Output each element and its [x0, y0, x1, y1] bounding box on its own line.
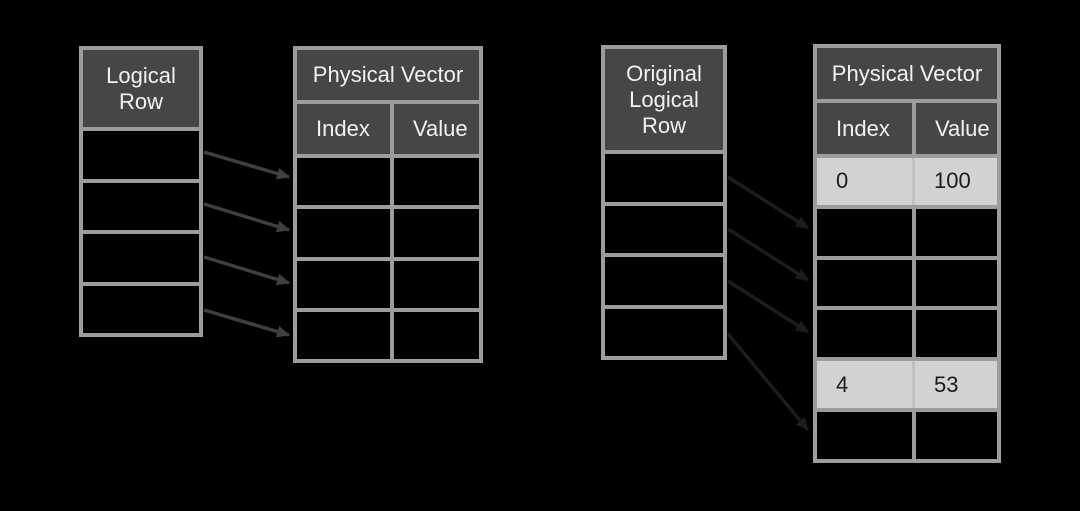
value-cell [912, 208, 997, 256]
right-physical-vector-table: Physical Vector Index Value 0 100 4 53 [813, 44, 1001, 463]
physical-vector-row [297, 154, 479, 206]
mapping-arrow [727, 175, 809, 230]
index-cell [817, 310, 912, 357]
logical-row-cell [605, 304, 723, 357]
physical-vector-row: 4 53 [817, 357, 997, 409]
mapping-arrow [727, 227, 809, 282]
mapping-arrow [203, 308, 290, 338]
mapping-arrow [203, 255, 290, 286]
original-logical-row-title: Original Logical Row [605, 49, 723, 150]
logical-row-cell [605, 201, 723, 254]
logical-row-cell [605, 253, 723, 305]
mapping-arrow [726, 332, 810, 432]
left-physical-vector-title: Physical Vector [297, 50, 479, 100]
physical-vector-row [297, 307, 479, 359]
logical-row-cell [83, 281, 199, 334]
index-cell [817, 260, 912, 307]
left-physical-vector-table: Physical Vector Index Value [293, 46, 483, 363]
physical-vector-row [297, 205, 479, 257]
index-column-header: Index [316, 116, 370, 141]
mapping-arrow [203, 150, 290, 180]
logical-row-cell [83, 178, 199, 231]
index-column-header: Index [836, 115, 890, 141]
physical-vector-row: 0 100 [817, 154, 997, 205]
value-cell [912, 259, 997, 307]
index-cell: 4 [836, 371, 849, 397]
value-cell [912, 310, 997, 358]
value-cell: 53 [912, 361, 997, 409]
value-cell [912, 412, 997, 459]
logical-row-cell [83, 230, 199, 282]
value-cell [390, 209, 479, 257]
column-header-row: Index Value [297, 100, 479, 154]
physical-vector-row [817, 306, 997, 358]
value-cell [390, 158, 479, 206]
index-cell [297, 209, 390, 256]
physical-vector-row [817, 255, 997, 307]
value-cell [390, 311, 479, 359]
index-cell: 0 [836, 168, 849, 194]
physical-vector-row [817, 204, 997, 256]
mapping-arrow [203, 202, 290, 233]
value-column-header: Value [912, 103, 997, 154]
index-cell [817, 209, 912, 256]
value-cell [390, 260, 479, 308]
index-cell [297, 261, 390, 308]
value-column-header: Value [390, 104, 479, 154]
left-logical-row-title: Logical Row [83, 50, 199, 127]
index-cell [817, 412, 912, 459]
mapping-arrow [727, 279, 809, 334]
value-cell: 100 [912, 158, 997, 205]
index-cell [297, 158, 390, 205]
column-header-row: Index Value [817, 99, 997, 154]
left-logical-row-table: Logical Row [79, 46, 203, 337]
physical-vector-row [297, 256, 479, 308]
right-original-logical-row-table: Original Logical Row [601, 45, 727, 360]
logical-row-cell [605, 150, 723, 202]
logical-row-cell [83, 127, 199, 179]
physical-vector-row [817, 408, 997, 459]
right-physical-vector-title: Physical Vector [817, 48, 997, 99]
index-cell [297, 312, 390, 359]
